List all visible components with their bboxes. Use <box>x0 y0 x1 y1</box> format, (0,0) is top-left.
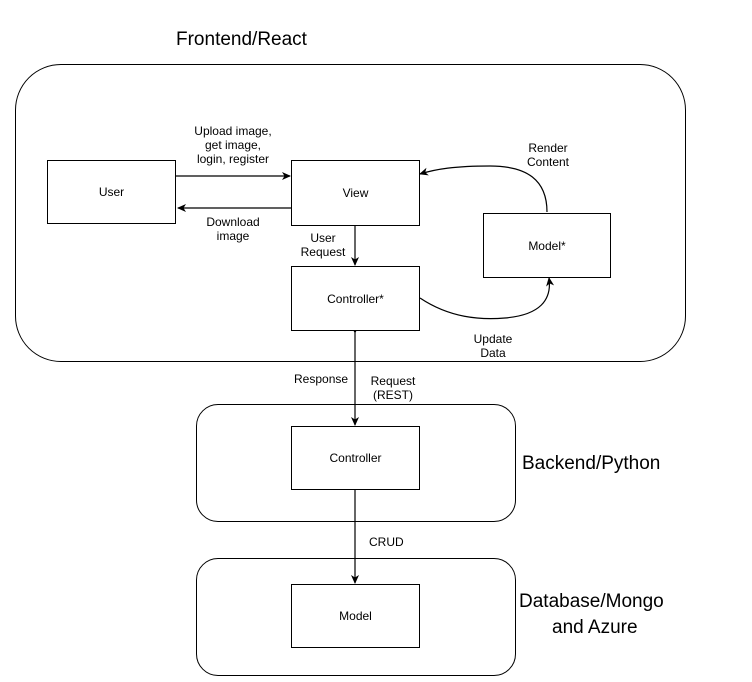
label-user-to-view-line-3: login, register <box>196 152 270 166</box>
view-label: View <box>342 186 369 200</box>
controller-backend-box: Controller <box>291 426 420 490</box>
label-request: Request (REST) <box>366 374 420 402</box>
label-controller-to-model-line-1: Update <box>473 332 513 346</box>
label-model-to-view-line-1: Render <box>528 141 568 155</box>
label-crud: CRUD <box>369 535 404 549</box>
model-frontend-box: Model* <box>483 213 611 278</box>
model-frontend-label: Model* <box>528 238 566 253</box>
view-box: View <box>291 160 420 226</box>
controller-backend-label: Controller <box>329 451 382 465</box>
frontend-container <box>15 64 686 362</box>
label-request-line-2: (REST) <box>373 388 413 402</box>
label-user-to-view-line-2: get image, <box>204 138 262 152</box>
backend-title: Backend/Python <box>522 453 661 474</box>
user-box: User <box>47 160 176 224</box>
controller-frontend-box: Controller* <box>291 266 420 331</box>
label-view-to-user: Download image <box>200 215 266 243</box>
label-request-line-1: Request <box>370 374 416 388</box>
label-view-to-user-line-1: Download <box>206 215 260 229</box>
label-model-to-view: Render Content <box>521 141 575 169</box>
label-view-to-controller-line-1: User <box>310 231 336 245</box>
model-db-label: Model <box>339 609 372 623</box>
edge-model-to-view <box>419 165 548 213</box>
edge-controller-to-model <box>419 277 555 320</box>
database-title-line-1: Database/Mongo <box>519 591 664 612</box>
label-controller-to-model: Update Data <box>467 332 519 360</box>
label-user-to-view-line-1: Upload image, <box>194 124 272 138</box>
user-label: User <box>98 185 125 199</box>
frontend-title: Frontend/React <box>176 29 307 50</box>
database-title: Database/Mongo and Azure <box>519 589 664 641</box>
label-view-to-user-line-2: image <box>216 229 250 243</box>
database-title-line-2: and Azure <box>552 617 638 638</box>
model-db-box: Model <box>291 584 420 648</box>
label-view-to-controller: User Request <box>297 231 349 259</box>
label-model-to-view-line-2: Content <box>526 155 570 169</box>
label-view-to-controller-line-2: Request <box>300 245 346 259</box>
label-response: Response <box>294 372 349 386</box>
controller-frontend-label: Controller* <box>327 291 384 306</box>
label-controller-to-model-line-2: Data <box>480 346 506 360</box>
label-user-to-view: Upload image, get image, login, register <box>190 124 276 166</box>
